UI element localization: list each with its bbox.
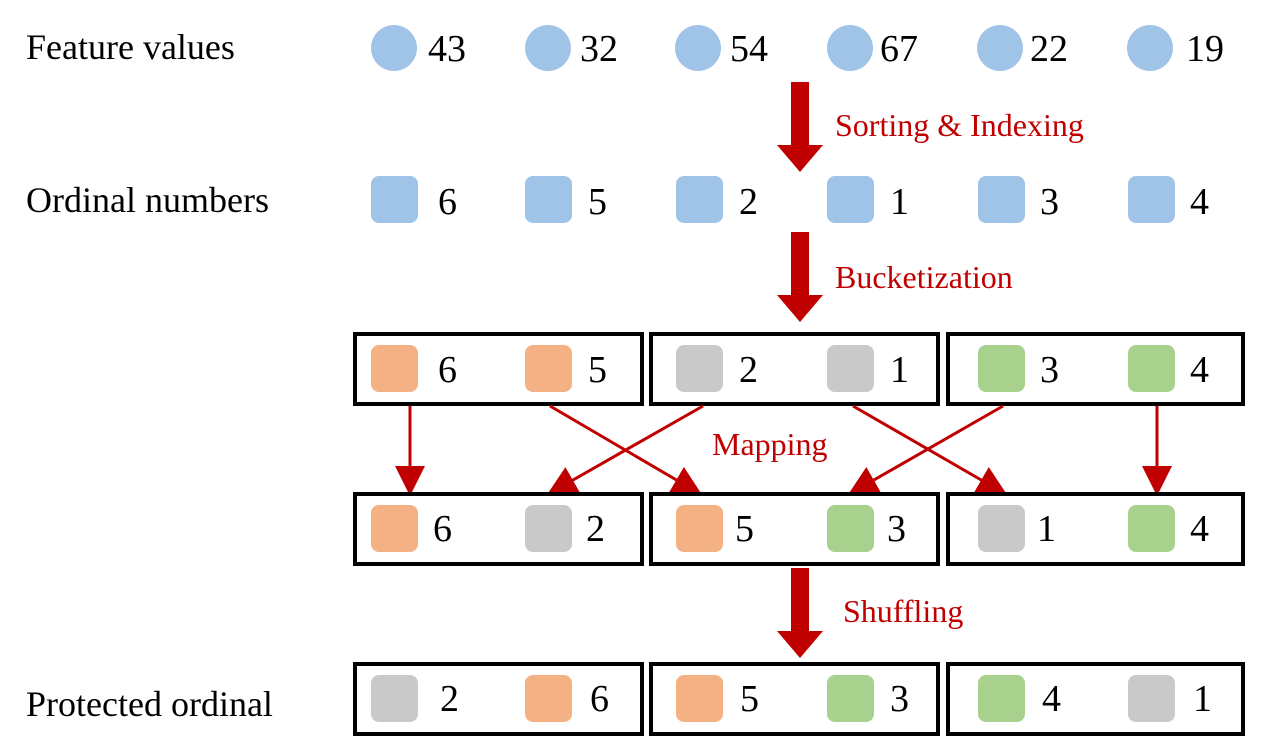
sorting-down-arrow (777, 82, 823, 172)
protected-value-text: 3 (890, 678, 909, 720)
protected-group-box (946, 662, 1245, 736)
protected-square (525, 675, 572, 722)
protected-value-text: 6 (590, 678, 609, 720)
row-feature-values: 43 32 54 67 22 19 (371, 25, 1224, 71)
mapped-square (676, 505, 723, 552)
row-label-protected-ordinal: Protected ordinal (26, 684, 273, 724)
mapped-value-text: 2 (586, 508, 605, 550)
feature-value-circle (675, 25, 721, 71)
bucketization-step-label: Bucketization (835, 259, 1013, 295)
bucket-box (649, 332, 940, 406)
protected-square (978, 675, 1025, 722)
feature-value-circle (371, 25, 417, 71)
protected-square (1128, 675, 1175, 722)
mapped-group-box (649, 492, 940, 566)
protected-square (371, 675, 418, 722)
ordinal-value-text: 5 (588, 181, 607, 223)
bucket-box (946, 332, 1245, 406)
feature-value-text: 19 (1186, 28, 1224, 70)
feature-value-circle (1127, 25, 1173, 71)
feature-value-circle (977, 25, 1023, 71)
protected-group-box (649, 662, 940, 736)
protected-group-box (353, 662, 644, 736)
mapped-group-box (946, 492, 1245, 566)
mapped-square (525, 505, 572, 552)
feature-value-text: 43 (428, 28, 466, 70)
bucketization-down-arrow (777, 232, 823, 322)
mapped-square (371, 505, 418, 552)
feature-value-circle (827, 25, 873, 71)
row-mapped: 6 2 5 3 1 4 (353, 492, 1245, 566)
mapped-value-text: 5 (735, 508, 754, 550)
bucket-value-text: 6 (438, 349, 457, 391)
mapping-arrow (549, 404, 703, 496)
bucket-square (371, 345, 418, 392)
feature-value-circle (525, 25, 571, 71)
bucket-square (827, 345, 874, 392)
ordinal-value-text: 2 (739, 181, 758, 223)
bucket-value-text: 2 (739, 349, 758, 391)
bucket-value-text: 4 (1190, 349, 1209, 391)
ordinal-value-text: 1 (890, 181, 909, 223)
mapped-value-text: 1 (1037, 508, 1056, 550)
ordinal-value-text: 4 (1190, 181, 1209, 223)
protected-value-text: 1 (1193, 678, 1212, 720)
feature-value-text: 54 (730, 28, 768, 70)
feature-value-text: 22 (1030, 28, 1068, 70)
row-label-ordinal-numbers: Ordinal numbers (26, 180, 269, 220)
mapped-group-box (353, 492, 644, 566)
mapped-square (827, 505, 874, 552)
protected-square (676, 675, 723, 722)
bucket-value-text: 1 (890, 349, 909, 391)
mapping-arrow (546, 404, 704, 495)
ordinal-value-text: 3 (1040, 181, 1059, 223)
shuffling-down-arrow (777, 568, 823, 658)
ordinal-value-text: 6 (438, 181, 457, 223)
mapping-arrows: Mapping (395, 404, 1172, 496)
ordinal-square (978, 176, 1025, 223)
bucket-value-text: 3 (1040, 349, 1059, 391)
bucketization-step: Bucketization (777, 232, 1013, 322)
ordinal-square (827, 176, 874, 223)
ordinal-square (371, 176, 418, 223)
bucket-square (525, 345, 572, 392)
mapped-value-text: 4 (1190, 508, 1209, 550)
ordinal-square (525, 176, 572, 223)
mapped-value-text: 6 (433, 508, 452, 550)
mapping-arrow (847, 404, 1004, 495)
bucket-square (978, 345, 1025, 392)
sorting-step: Sorting & Indexing (777, 82, 1084, 172)
protected-value-text: 4 (1042, 678, 1061, 720)
protected-square (827, 675, 874, 722)
ordinal-square (676, 176, 723, 223)
protected-value-text: 5 (740, 678, 759, 720)
mapping-step-label: Mapping (712, 426, 828, 462)
bucket-square (676, 345, 723, 392)
row-protected-ordinal: 2 6 5 3 4 1 (353, 662, 1245, 736)
row-label-feature-values: Feature values (26, 27, 235, 67)
shuffling-step-label: Shuffling (843, 593, 963, 629)
sorting-step-label: Sorting & Indexing (835, 107, 1084, 143)
ordinal-square (1128, 176, 1175, 223)
row-buckets: 6 5 2 1 3 4 (353, 332, 1245, 406)
feature-value-text: 32 (580, 28, 618, 70)
bucket-box (353, 332, 644, 406)
bucket-square (1128, 345, 1175, 392)
mapped-square (1128, 505, 1175, 552)
shuffling-step: Shuffling (777, 568, 963, 658)
row-ordinal-numbers: 6 5 2 1 3 4 (371, 176, 1209, 223)
mapped-value-text: 3 (887, 508, 906, 550)
feature-value-text: 67 (880, 28, 918, 70)
protected-value-text: 2 (440, 678, 459, 720)
mapped-square (978, 505, 1025, 552)
bucket-value-text: 5 (588, 349, 607, 391)
